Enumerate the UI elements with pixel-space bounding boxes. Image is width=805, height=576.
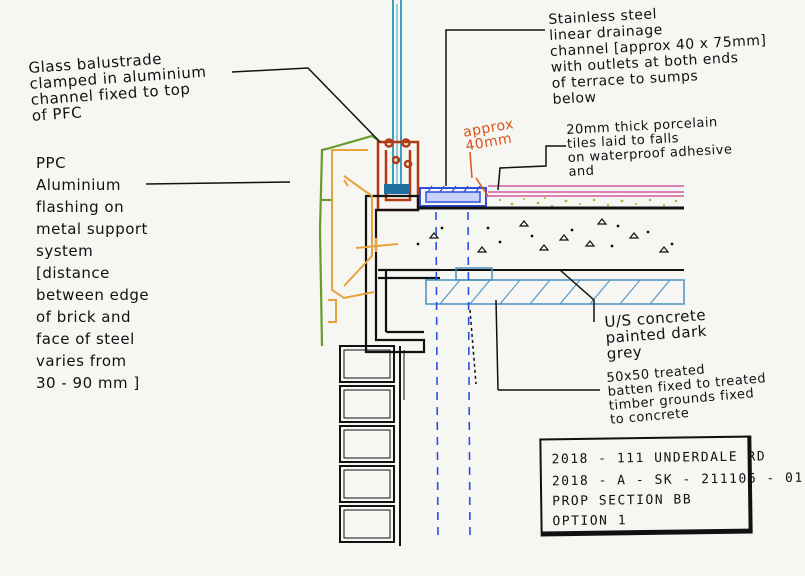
brick-wall [339,345,405,546]
pfc-steel-channel [364,194,440,354]
timber-battens [425,267,685,305]
title-block-drawing-title: PROP SECTION BB [552,492,693,510]
aluminium-channel [376,138,420,212]
note-glass-balustrade: Glass balustrade clamped in aluminium ch… [27,49,208,125]
note-ppc-flashing: PPC Aluminium flashing on metal support … [36,154,150,392]
title-block-project: 2018 - 111 UNDERDALE RD [551,449,767,468]
leader-lines [145,29,600,391]
waterproof-adhesive [498,197,678,208]
note-porcelain-tiles: 20mm thick porcelain tiles laid to falls… [565,115,733,180]
note-drainage-channel: Stainless steel linear drainage channel … [548,6,767,108]
note-concrete-soffit: U/S concrete painted dark grey [603,305,708,363]
glass-clamp-gasket [384,184,410,194]
drainage-channel [419,185,487,207]
porcelain-tiles [486,185,684,197]
ppc-flashing [328,149,399,323]
dimension-leader [469,151,489,197]
title-block: 2018 - 111 UNDERDALE RD 2018 - A - SK - … [539,435,804,537]
sump-outlet-dashed [435,211,471,541]
concrete-slab [416,206,684,271]
membrane-line [318,134,379,347]
section-drawing [145,0,685,546]
title-block-option: OPTION 1 [552,513,628,530]
